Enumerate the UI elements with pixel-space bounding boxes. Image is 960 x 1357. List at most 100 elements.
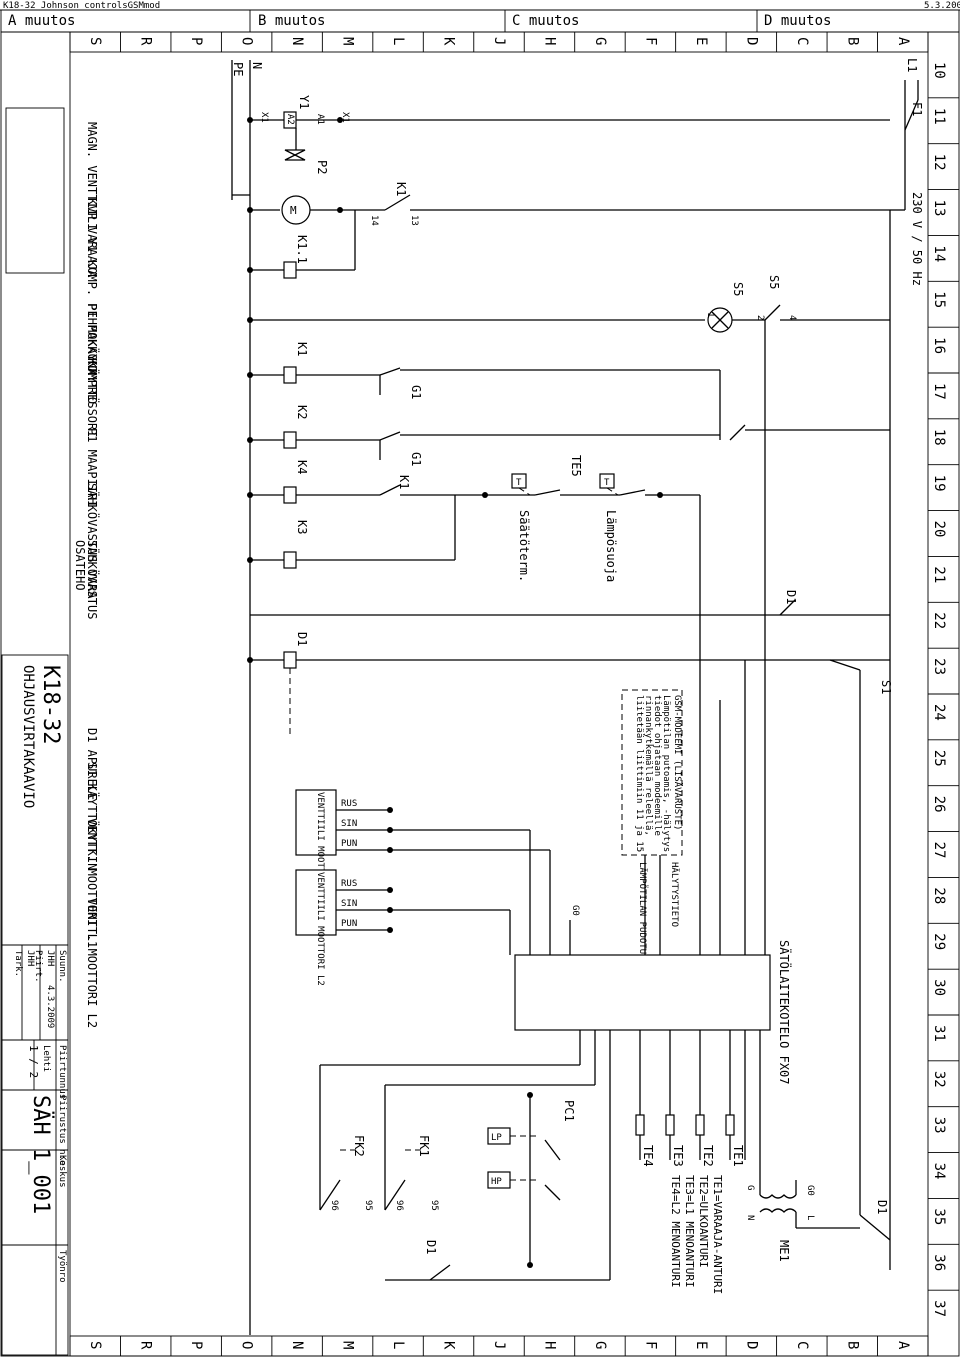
pe-rail-label: PE <box>231 62 245 76</box>
row-number: 15 <box>931 291 947 308</box>
g1-label: G1 <box>409 452 423 466</box>
column-letter: L <box>390 37 406 45</box>
row-number: 30 <box>931 979 947 996</box>
contact-number: 96 <box>394 1200 404 1211</box>
fn-label: KVP VARAAJA <box>85 198 99 278</box>
te4-label: TE4 <box>641 1145 655 1167</box>
column-letter: A <box>895 37 911 46</box>
k1-label: K1 <box>394 182 408 196</box>
k2-label: K2 <box>295 405 309 419</box>
date-value: 4.3.2009 <box>45 985 55 1028</box>
te5-label: TE5 <box>569 455 583 477</box>
d1-aux-label: D1 <box>784 590 798 604</box>
function-labels: MAGN. VENTTIILI Y1 KVP VARAAJA KOMP. PEH… <box>73 122 101 1028</box>
heater-partial-circuit <box>247 551 455 569</box>
x1-label: X1 <box>340 112 350 123</box>
compressor-circuit <box>247 366 721 440</box>
n-rail-label: N <box>250 62 264 69</box>
kvp-circuit <box>232 194 890 225</box>
column-letter: A <box>895 1341 911 1350</box>
wire-label: RUS <box>341 879 357 889</box>
revision-c: C muutos <box>512 13 579 29</box>
tyonro-label: Työnro <box>57 1250 67 1283</box>
t-icon: T <box>516 478 522 488</box>
g0-label: G0 <box>570 905 580 916</box>
row-number: 27 <box>931 842 947 859</box>
k1-coil-label: K1 <box>295 342 309 356</box>
g1-label: G1 <box>409 385 423 399</box>
row-number: 12 <box>931 154 947 171</box>
outer-frame <box>0 31 960 1357</box>
d1-coil-label: D1 <box>295 632 309 646</box>
y1-circuit <box>247 111 890 161</box>
drawing-subtitle: OHJAUSVIRTAKAAVIO <box>20 665 36 808</box>
fn-label: KOMP. PEHMOKÄYNN. <box>85 260 100 383</box>
d1-relay-circuit <box>247 651 890 1215</box>
k11-circuit <box>247 210 356 279</box>
column-letter: F <box>642 37 658 45</box>
row-number: 14 <box>931 245 947 262</box>
p2-label: P2 <box>315 160 329 174</box>
row-number: 16 <box>931 337 947 354</box>
lamposuoja-label: Lämpösuoja <box>604 510 618 582</box>
d1-right-label: D1 <box>875 1200 889 1214</box>
k3-label: K3 <box>295 520 309 534</box>
row-number: 10 <box>931 62 947 79</box>
keskus-label: Keskus <box>57 1155 67 1188</box>
column-letter: L <box>390 1341 406 1349</box>
header-date: 5.3.2009 <box>924 1 960 11</box>
te2-label: TE2 <box>701 1145 715 1167</box>
wire-label: SIN <box>341 819 357 829</box>
column-letter: S <box>87 37 103 45</box>
gsm-line: liitetään liittimiin 11 ja 15 <box>634 695 644 852</box>
row-number: 33 <box>931 1117 947 1134</box>
column-letter: M <box>340 1341 356 1349</box>
lp-label: LP <box>491 1133 502 1143</box>
ground-loop-circuit <box>247 424 890 460</box>
row-number: 25 <box>931 750 947 767</box>
valve-motor-l1 <box>295 789 551 955</box>
right-row-numbers: 1011121314151617181920212223242526272829… <box>928 62 959 1317</box>
contact-number: 4 <box>787 315 797 320</box>
fn-label: VENTT. MOOTTORI L2 <box>85 898 99 1028</box>
column-letter: E <box>693 37 709 45</box>
column-letter: F <box>642 1341 658 1349</box>
fn-label: MAGN. VENTTIILI Y1 <box>85 122 99 252</box>
revision-d: D muutos <box>764 13 831 29</box>
column-letter: G <box>592 1341 608 1349</box>
row-number: 22 <box>931 612 947 629</box>
column-letter: O <box>239 37 255 45</box>
a2-label: A2 <box>285 114 295 125</box>
piirt-value: JHH <box>25 950 35 966</box>
piirustus-label: Piirustus n:o <box>57 1095 67 1165</box>
column-letter: P <box>188 1341 204 1349</box>
y1-label: Y1 <box>297 95 311 109</box>
halytys-label: HÄLYTYSTIETO <box>669 862 680 927</box>
lampotila-label: LÄMPÖTILAN PUDOTUS <box>637 862 648 960</box>
row-number: 21 <box>931 566 947 583</box>
fn-label: P1 MAAPIIRI <box>85 428 99 507</box>
contact-number: 1 <box>705 312 715 317</box>
gsm-title: GSM-MODEEMI (LISÄVARUSTE) <box>672 695 683 830</box>
pc1-switch <box>487 1092 561 1268</box>
tark-label: Tark. <box>13 950 23 977</box>
column-letter: S <box>87 1341 103 1349</box>
column-letter: B <box>844 37 860 45</box>
transformer-me1 <box>759 1180 891 1241</box>
sensor-elements <box>635 1114 735 1136</box>
sensor-legend: TE4=L2 MENOANTURI <box>669 1175 682 1288</box>
controller-title: SÄTÖLAITEKOTELO FX07 <box>777 940 793 1085</box>
contact-number: 95 <box>363 1200 373 1211</box>
column-letter: J <box>491 37 507 45</box>
trafo-l-label: L <box>805 1215 815 1220</box>
column-letter: D <box>743 37 759 45</box>
t-icon: T <box>604 478 610 488</box>
row-number: 11 <box>931 108 947 125</box>
row-number: 29 <box>931 933 947 950</box>
row-number: 23 <box>931 658 947 675</box>
trafo-g0-label: G0 <box>805 1185 815 1196</box>
d1-tail-label: D1 <box>424 1240 438 1254</box>
heater-backup-circuit <box>247 473 701 700</box>
row-number: 37 <box>931 1300 947 1317</box>
